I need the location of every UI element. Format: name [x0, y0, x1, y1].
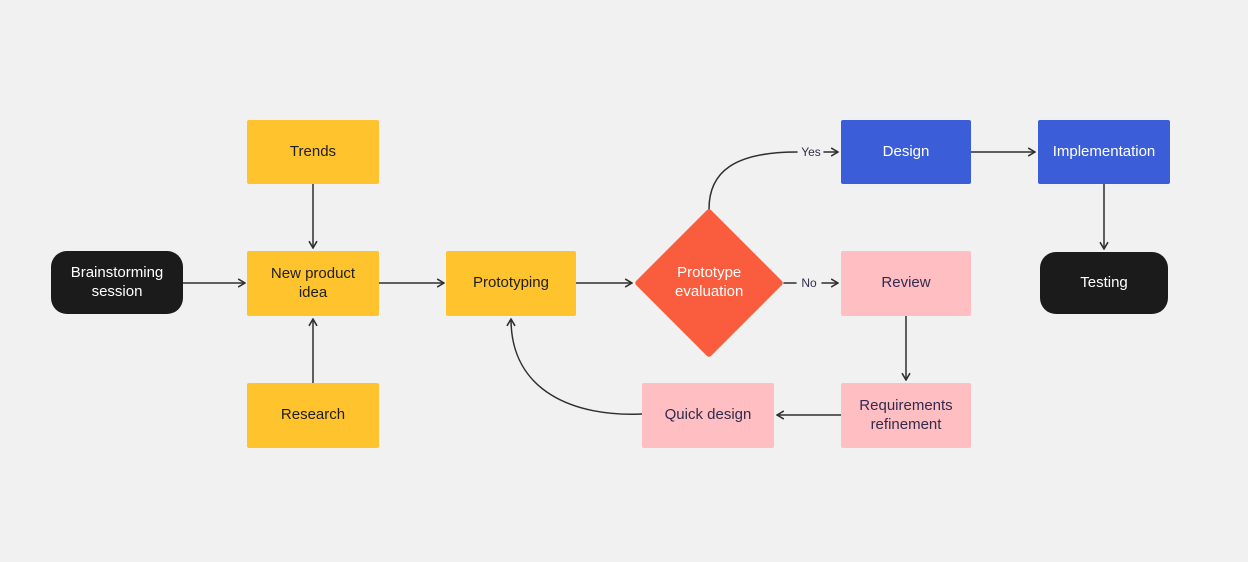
node-testing[interactable]: Testing [1040, 252, 1168, 314]
node-new-product-idea[interactable]: New product idea [247, 251, 379, 316]
connector-evaluation-to-design-curve [708, 151, 798, 210]
node-research[interactable]: Research [247, 383, 379, 448]
node-quick-design[interactable]: Quick design [642, 383, 774, 448]
node-implementation[interactable]: Implementation [1038, 120, 1170, 184]
node-design[interactable]: Design [841, 120, 971, 184]
node-review[interactable]: Review [841, 251, 971, 316]
prototype-evaluation-label: Prototype evaluation [674, 264, 744, 300]
edge-label-yes: Yes [801, 145, 821, 159]
node-trends[interactable]: Trends [247, 120, 379, 184]
connector-quickdesign-to-prototyping [506, 318, 643, 415]
node-prototyping[interactable]: Prototyping [446, 251, 576, 316]
node-requirements-refinement[interactable]: Requirements refinement [841, 383, 971, 448]
node-brainstorming-session[interactable]: Brainstorming session [51, 251, 183, 314]
node-prototype-evaluation[interactable]: Prototype evaluation [634, 208, 784, 358]
edge-label-no: No [801, 276, 817, 290]
